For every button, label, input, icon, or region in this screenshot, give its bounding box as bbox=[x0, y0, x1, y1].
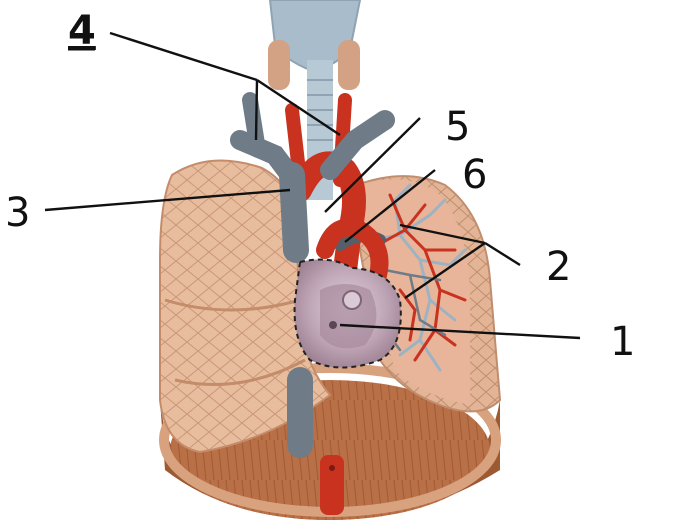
leader-2-b bbox=[399, 223, 486, 245]
leader-lines bbox=[44, 31, 581, 340]
stand-tab bbox=[320, 455, 344, 515]
thyroid-left bbox=[268, 40, 290, 90]
lung-model bbox=[159, 0, 502, 520]
leader-4-c bbox=[256, 78, 341, 137]
brachiocephalic-vein-right bbox=[320, 110, 395, 180]
aortic-arch bbox=[288, 151, 366, 282]
callout-2: 2 bbox=[546, 244, 571, 290]
heart-valve bbox=[342, 290, 362, 310]
callout-labels: 4 5 6 3 2 1 bbox=[5, 8, 635, 365]
callout-3: 3 bbox=[5, 190, 30, 236]
thyroid-right bbox=[338, 40, 360, 90]
leader-3 bbox=[44, 188, 291, 212]
leader-4-a bbox=[109, 31, 258, 82]
right-lung-fissure bbox=[164, 298, 301, 312]
leader-5 bbox=[324, 117, 421, 213]
leader-2-c bbox=[404, 242, 486, 299]
leader-4-b bbox=[254, 79, 259, 141]
heart-cutaway-outline bbox=[293, 258, 402, 369]
callout-1: 1 bbox=[610, 319, 635, 365]
callout-5: 5 bbox=[445, 104, 470, 150]
leader-1 bbox=[339, 323, 581, 340]
heart-chamber bbox=[320, 284, 377, 349]
leader-6 bbox=[344, 169, 436, 243]
superior-vena-cava bbox=[279, 162, 309, 263]
right-lung-fissure-lower bbox=[174, 358, 306, 386]
callout-4: 4 bbox=[68, 8, 96, 54]
heart-valve-small bbox=[329, 321, 337, 329]
callout-6: 6 bbox=[462, 152, 487, 198]
jugular-vein-left bbox=[242, 92, 266, 158]
leader-2-a bbox=[484, 241, 521, 267]
bronchial-tree bbox=[368, 183, 467, 372]
stand-tab-hole bbox=[329, 465, 335, 471]
